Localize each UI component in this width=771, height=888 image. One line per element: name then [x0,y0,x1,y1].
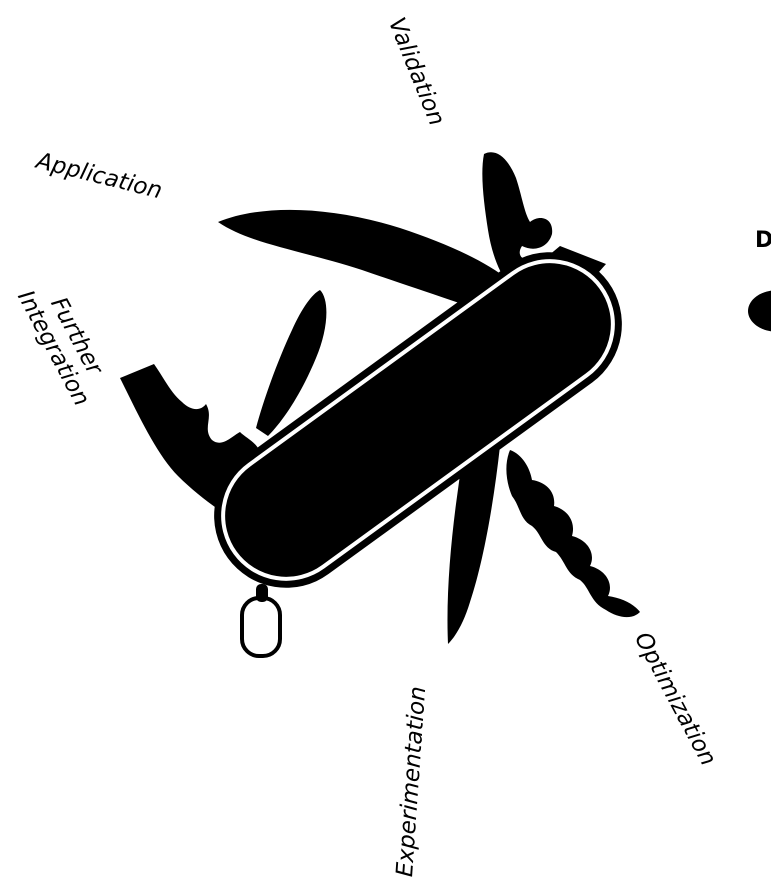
keyring-link [256,584,268,602]
cut-off-text: D [755,228,771,253]
optimization-corkscrew [506,450,640,617]
keyring [242,598,280,656]
